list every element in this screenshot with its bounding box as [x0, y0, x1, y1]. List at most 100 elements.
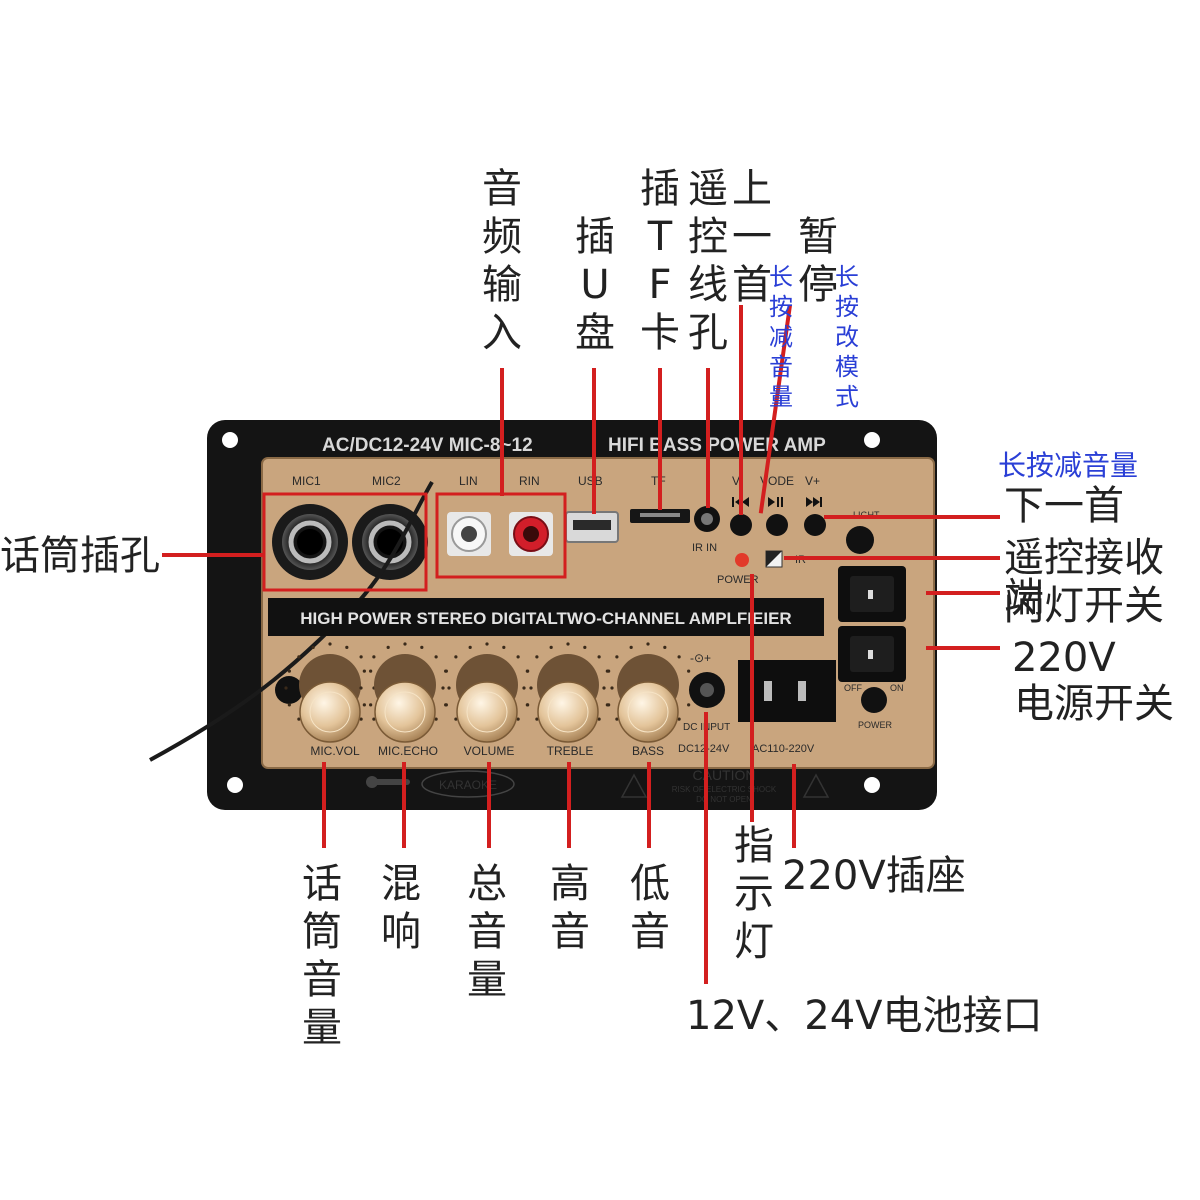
callout-line-ir	[784, 556, 1000, 560]
callout-line-next	[824, 515, 1000, 519]
callout-line-usb	[592, 368, 596, 514]
tf-card-callout: 插TF卡	[640, 166, 680, 356]
vplus-label: V+	[805, 474, 820, 488]
ac-voltage-label: AC110-220V	[752, 743, 815, 755]
ac-socket[interactable]	[738, 660, 836, 722]
next-button[interactable]	[804, 514, 826, 536]
mic1-jack[interactable]	[272, 504, 348, 580]
callout-line-power-switch	[926, 646, 1000, 650]
treble-knob[interactable]	[522, 642, 614, 743]
ac-socket-callout: 220V插座	[782, 853, 966, 899]
treble-callout: 高音	[550, 861, 590, 955]
callout-line-indicator	[750, 574, 754, 822]
ir-receiver-callout: 遥控接收端	[1004, 535, 1164, 621]
power-led-label: POWER	[717, 574, 759, 586]
mic-highlight-box	[262, 492, 428, 592]
caution-line2: DO NOT OPEN	[696, 795, 752, 804]
play-pause-button[interactable]	[766, 514, 788, 536]
pause-note-callout: 长按改模式	[835, 263, 859, 411]
prev-track-callout: 上一首	[732, 166, 772, 308]
banner-text: HIGH POWER STEREO DIGITALTWO-CHANNEL AMP…	[300, 609, 791, 628]
callout-line-tf	[658, 368, 662, 510]
caution-line1: RISK OF ELECTRIC SHOCK	[672, 785, 777, 794]
prev-button[interactable]	[730, 514, 752, 536]
off-label: OFF	[844, 683, 862, 693]
lin-rca-jack[interactable]	[447, 512, 491, 556]
echo-callout: 混响	[381, 861, 421, 955]
play-pause-icon	[768, 497, 783, 507]
power-button-label: POWER	[858, 720, 893, 730]
mic2-label: MIC2	[372, 474, 401, 488]
usb-disk-callout: 插U盘	[575, 214, 615, 356]
warning-icon	[802, 773, 830, 798]
callout-line-volume	[487, 762, 491, 848]
banner-strip	[268, 598, 824, 636]
callout-line-bass	[647, 762, 651, 848]
power-switch-callout: 电源开关	[1014, 681, 1174, 727]
callout-line-mic-jack	[162, 553, 264, 557]
aux-knob[interactable]	[275, 676, 303, 704]
lin-label: LIN	[459, 474, 478, 488]
mount-hole	[227, 777, 243, 793]
callout-line-ac-socket	[792, 764, 796, 848]
prev-note-callout: 长按减音量	[769, 263, 793, 411]
master-volume-callout: 总音量	[467, 861, 507, 1003]
mount-hole	[864, 777, 880, 793]
board-header-right: HIFI BASS POWER AMP	[608, 435, 826, 456]
mic2-jack[interactable]	[352, 504, 428, 580]
mic-logo-icon	[366, 776, 410, 788]
next-track-callout: 下一首	[1004, 483, 1124, 529]
mic-echo-label: MIC.ECHO	[378, 744, 438, 758]
vode-label: VODE	[760, 474, 794, 488]
next-icon	[806, 497, 822, 507]
dc-input-jack[interactable]	[689, 672, 725, 708]
callout-line-battery	[704, 712, 708, 984]
flash-switch-callout: 闪灯开关	[1004, 583, 1164, 629]
audio-input-callout: 音频输入	[482, 166, 522, 356]
callout-line-remote-jack	[706, 368, 710, 508]
next-note-callout: 长按减音量	[998, 449, 1139, 482]
pause-callout: 暂停	[798, 214, 838, 308]
mic1-label: MIC1	[292, 474, 321, 488]
callout-line-mic-volume	[322, 762, 326, 848]
rin-label: RIN	[519, 474, 540, 488]
bass-callout: 低音	[630, 861, 670, 955]
ir-in-label: IR IN	[692, 542, 717, 554]
tf-slot[interactable]	[630, 509, 690, 523]
battery-port-callout: 12V、24V电池接口	[686, 993, 1043, 1039]
bass-label: BASS	[632, 744, 664, 758]
vminus-label: V-	[732, 474, 743, 488]
board-header-left: AC/DC12-24V MIC-8~12	[322, 435, 533, 456]
ir-in-jack[interactable]	[694, 506, 720, 532]
mic-vol-knob[interactable]	[284, 642, 376, 743]
callout-line-flash	[926, 591, 1000, 595]
power-switch-voltage-callout: 220V	[1012, 635, 1116, 681]
callout-line-treble	[567, 762, 571, 848]
usb-label: USB	[578, 474, 603, 488]
mic-volume-callout: 话筒音量	[302, 861, 342, 1051]
mic-jack-callout: 话筒插孔	[0, 533, 160, 579]
indicator-callout: 指示灯	[734, 823, 774, 965]
mic-vol-label: MIC.VOL	[310, 744, 360, 758]
karaoke-badge	[421, 770, 515, 798]
light-button[interactable]	[846, 526, 874, 554]
power-rocker-switch[interactable]	[838, 626, 906, 682]
mount-hole	[222, 432, 238, 448]
volume-label: VOLUME	[464, 744, 515, 758]
mount-hole	[864, 432, 880, 448]
callout-line-prev	[739, 305, 743, 515]
caution-title: CAUTION	[693, 767, 756, 783]
rin-rca-jack[interactable]	[509, 512, 553, 556]
callout-line-audio-input	[500, 368, 504, 496]
callout-line-echo	[402, 762, 406, 848]
dc-polarity-icon: -⊙+	[690, 651, 711, 665]
mic-echo-knob[interactable]	[359, 642, 451, 743]
bass-knob[interactable]	[602, 642, 694, 743]
karaoke-text: KARAOKE	[439, 778, 497, 792]
usb-port[interactable]	[565, 511, 619, 543]
warning-icon	[620, 773, 648, 798]
flash-rocker-switch[interactable]	[838, 566, 906, 622]
power-button[interactable]	[861, 687, 887, 713]
power-led	[735, 553, 749, 567]
